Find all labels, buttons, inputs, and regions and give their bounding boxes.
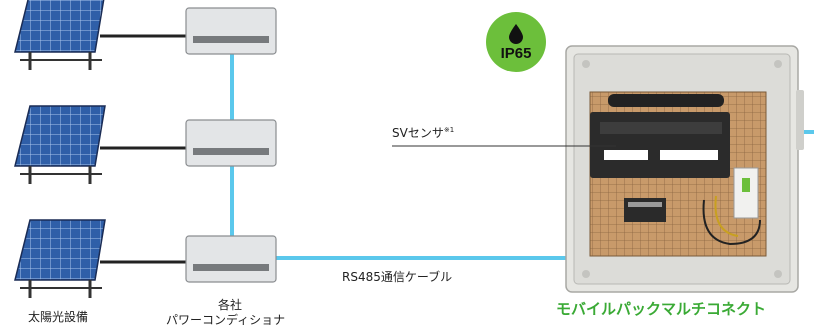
cable-label: RS485通信ケーブル (342, 270, 453, 284)
mobile-pack-enclosure (565, 45, 804, 293)
power-conditioner (185, 119, 277, 167)
solar-panel (14, 219, 106, 298)
sv-sensor-footnote: ※1 (443, 126, 455, 134)
ip65-label: IP65 (500, 44, 532, 62)
product-name: モバイルパックマルチコネクト (556, 300, 767, 318)
water-drop-icon (509, 23, 523, 44)
sv-sensor-text: SVセンサ (392, 126, 444, 140)
ip65-badge: IP65 (486, 12, 546, 72)
dc-cables (100, 34, 186, 264)
sv-sensor-label: SVセンサ※1 (392, 124, 454, 141)
pcs-label-line2: パワーコンディショナ (166, 313, 286, 327)
solar-panel (14, 0, 105, 70)
pcs-label-line1: 各社 (218, 298, 243, 312)
power-conditioner (185, 235, 277, 283)
solar-equipment-label: 太陽光設備 (28, 310, 89, 324)
power-conditioner (185, 7, 277, 55)
solar-panel (14, 105, 106, 184)
